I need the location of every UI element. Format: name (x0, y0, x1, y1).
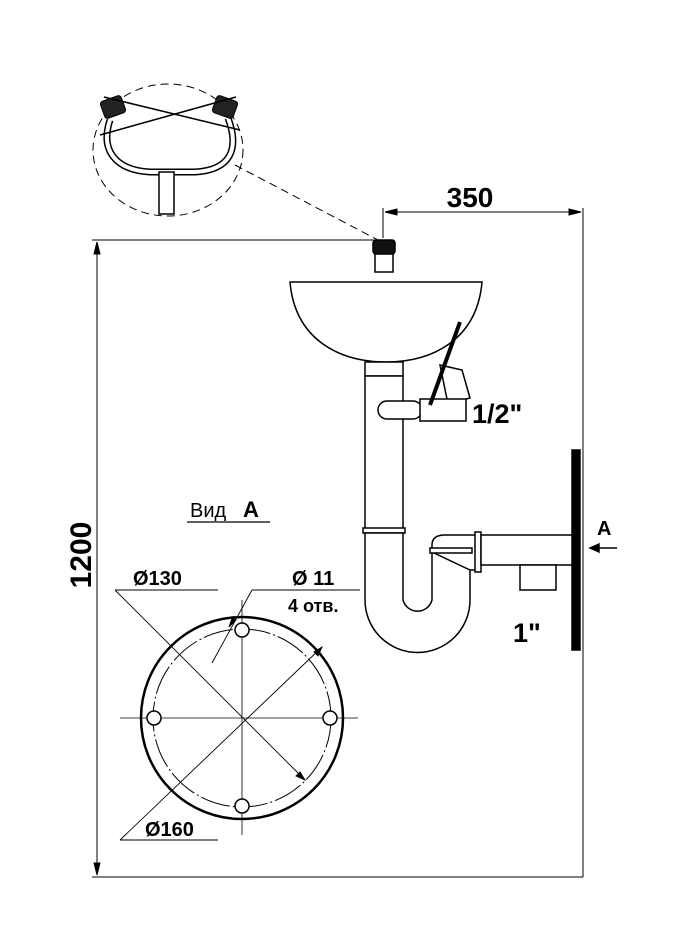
detail-leader (234, 164, 379, 241)
valve-body (419, 398, 467, 422)
nozzle-cap (372, 239, 396, 255)
view-arrow-icon (588, 542, 617, 554)
wall-plate (571, 449, 581, 651)
drain-size-label: 1" (513, 618, 541, 648)
horizontal-pipe (480, 534, 574, 566)
height-dimension: 1200 (65, 522, 98, 589)
bolt-hole (146, 710, 162, 726)
bolt-hole (234, 622, 250, 638)
valve-handle (377, 400, 423, 420)
u-trap (364, 532, 471, 654)
outer-diameter-label: Ø160 (145, 819, 194, 841)
inlet-size-label: 1/2" (472, 399, 522, 429)
detail-circle (92, 83, 244, 217)
nozzle-detail-view (92, 83, 379, 241)
valve-bracket (439, 364, 471, 405)
view-label-prefix: Вид (190, 500, 227, 522)
pipe-collar (364, 361, 404, 377)
cross-line (99, 96, 237, 136)
bolt-hole (322, 710, 338, 726)
valve-lever (428, 321, 462, 406)
bowl (289, 281, 483, 363)
eyewash-fixture (289, 239, 581, 654)
nozzle-body (374, 253, 394, 273)
bolt-circle-label: Ø130 (133, 568, 182, 590)
detail-tube (103, 116, 237, 176)
dimension-lines (92, 208, 584, 878)
bolt-hole (234, 798, 250, 814)
hole-count-label: 4 отв. (288, 596, 338, 616)
detail-stem (158, 171, 175, 215)
drain-connection (519, 564, 557, 591)
cross-line (103, 96, 241, 131)
vertical-pipe (364, 375, 404, 531)
flange-view (114, 589, 360, 841)
view-label-letter: A (243, 497, 259, 522)
hole-diameter-label: Ø 11 (292, 568, 334, 590)
view-marker-letter: A (597, 518, 611, 540)
width-dimension: 350 (447, 182, 494, 213)
